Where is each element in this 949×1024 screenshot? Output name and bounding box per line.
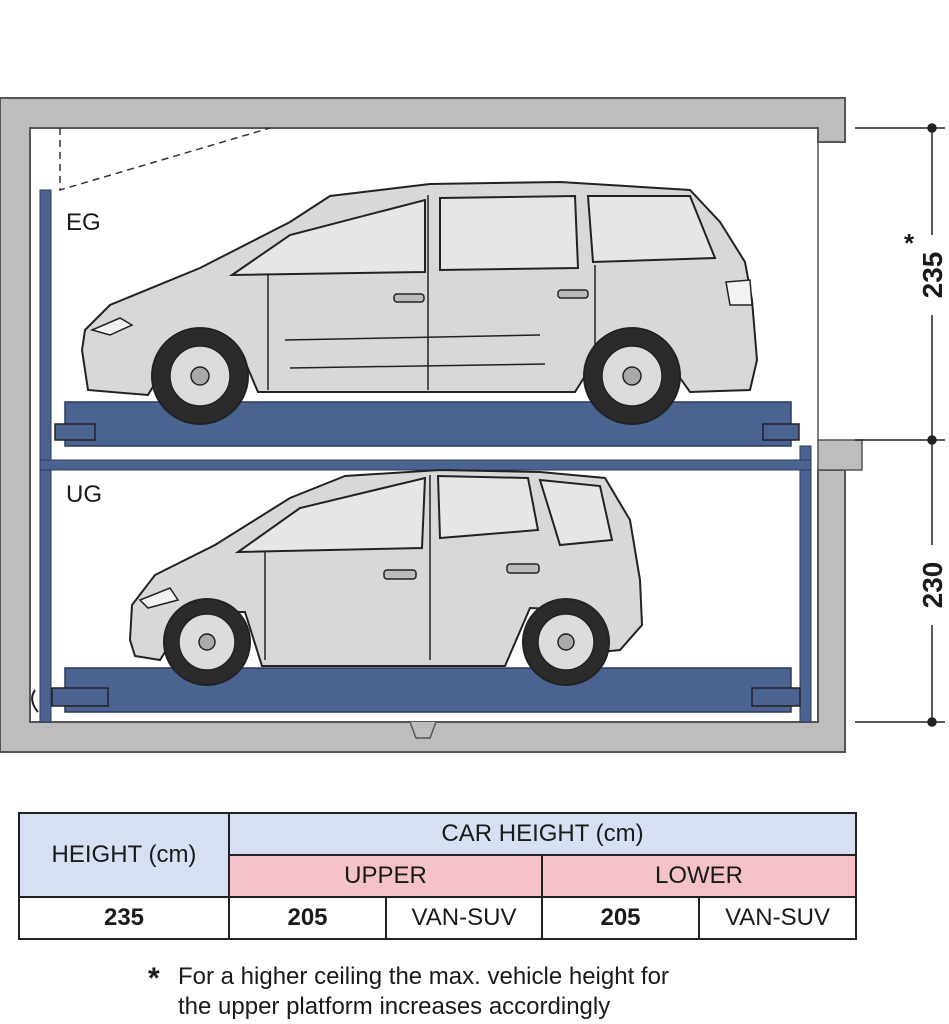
lower-vehicle-type: VAN-SUV xyxy=(697,896,858,940)
pit-structure xyxy=(0,97,863,753)
lower-header: LOWER xyxy=(540,854,858,898)
lift-frame xyxy=(31,189,812,723)
footnote-line-2: the upper platform increases accordingly xyxy=(178,993,611,1020)
upper-height-asterisk: * xyxy=(904,228,915,258)
hatchback-illustration xyxy=(128,468,644,686)
level-label-eg: EG xyxy=(66,209,101,236)
upper-header: UPPER xyxy=(228,854,543,898)
height-value: 235 xyxy=(18,896,230,940)
parking-system-diagram: EG UG 235 * 230 xyxy=(0,97,948,753)
van-illustration xyxy=(80,180,759,425)
lower-car-height-value: 205 xyxy=(541,896,700,940)
dimension-lines xyxy=(855,123,945,727)
car-height-header: CAR HEIGHT (cm) xyxy=(227,812,858,856)
footnote-marker: * xyxy=(148,962,160,995)
level-label-ug: UG xyxy=(66,481,102,508)
height-spec-table: HEIGHT (cm) CAR HEIGHT (cm) UPPER LOWER … xyxy=(18,812,858,940)
lower-platform xyxy=(51,667,801,713)
lower-height-dimension: 230 xyxy=(917,562,948,609)
height-header: HEIGHT (cm) xyxy=(18,812,230,898)
upper-car-height-value: 205 xyxy=(228,896,387,940)
upper-height-dimension: 235 xyxy=(917,252,948,299)
upper-vehicle-type: VAN-SUV xyxy=(385,896,543,940)
footnote-line-1: For a higher ceiling the max. vehicle he… xyxy=(178,963,669,990)
